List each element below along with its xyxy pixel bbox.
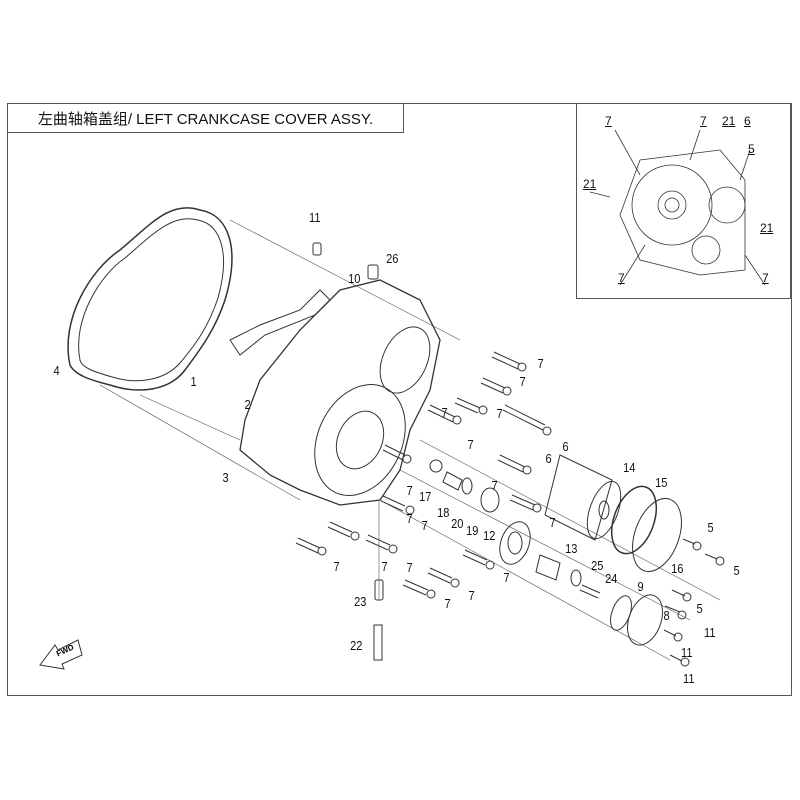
filter-cover — [632, 498, 682, 572]
inset-diagram — [589, 129, 766, 286]
inset-callout: 7 — [762, 271, 769, 285]
callout: 5 — [696, 601, 703, 616]
callout: 1 — [190, 374, 197, 389]
callout: 11 — [683, 671, 695, 686]
callout: 6 — [545, 451, 552, 466]
inset-callout: 21 — [760, 221, 774, 235]
sensor — [229, 289, 331, 356]
callout: 5 — [733, 563, 740, 578]
inset-callout: 7 — [605, 114, 612, 128]
callout: 26 — [386, 251, 399, 266]
callout: 7 — [406, 560, 413, 575]
callout: 7 — [549, 515, 556, 530]
callout: 6 — [562, 439, 569, 454]
pump-cover — [627, 594, 663, 646]
callout: 7 — [441, 405, 448, 420]
callout: 7 — [519, 374, 526, 389]
inset-frame — [576, 103, 791, 299]
oil-filter — [544, 454, 622, 541]
callout: 7 — [421, 518, 428, 533]
gasket — [67, 207, 233, 391]
inset-callout: 7 — [618, 271, 625, 285]
callout: 7 — [406, 511, 413, 526]
callout: 7 — [444, 596, 451, 611]
callout: 11 — [704, 625, 716, 640]
callout: 2 — [244, 397, 251, 412]
callout: 18 — [437, 505, 450, 520]
callout: 3 — [222, 470, 229, 485]
callout: 11 — [309, 210, 321, 225]
inset-callout: 7 — [700, 114, 707, 128]
page-title: 左曲轴箱盖组/ LEFT CRANKCASE COVER ASSY. — [7, 103, 404, 133]
callout: 7 — [537, 356, 544, 371]
callout: 7 — [333, 559, 340, 574]
callout: 7 — [467, 437, 474, 452]
callout: 8 — [663, 608, 670, 623]
inset-callout: 21 — [722, 114, 736, 128]
bearing — [499, 521, 531, 565]
inset-callout: 5 — [748, 142, 755, 156]
inset-callout: 21 — [583, 177, 597, 191]
callout: 9 — [637, 579, 644, 594]
bolts — [295, 351, 725, 667]
inset-callout: 6 — [744, 114, 751, 128]
o-ring — [610, 485, 658, 555]
callout: 12 — [483, 528, 496, 543]
callout: 19 — [466, 523, 479, 538]
callout: 16 — [671, 561, 684, 576]
callout: 4 — [53, 363, 60, 378]
callout: 15 — [655, 475, 668, 490]
callout: 20 — [451, 516, 464, 531]
callout: 11 — [681, 645, 693, 660]
callout: 7 — [496, 406, 503, 421]
callout: 5 — [707, 520, 714, 535]
callout: 7 — [491, 478, 498, 493]
callout: 13 — [565, 541, 578, 556]
callout: 23 — [354, 594, 367, 609]
callout: 25 — [591, 558, 604, 573]
callout: 7 — [503, 570, 510, 585]
callout: 22 — [350, 638, 363, 653]
callout: 7 — [468, 588, 475, 603]
callout: 17 — [419, 489, 432, 504]
callout: 14 — [623, 460, 636, 475]
fwd-arrow-icon — [39, 639, 83, 670]
callout: 24 — [605, 571, 618, 586]
callout: 10 — [348, 271, 361, 286]
callout: 7 — [406, 483, 413, 498]
callout: 7 — [381, 559, 388, 574]
